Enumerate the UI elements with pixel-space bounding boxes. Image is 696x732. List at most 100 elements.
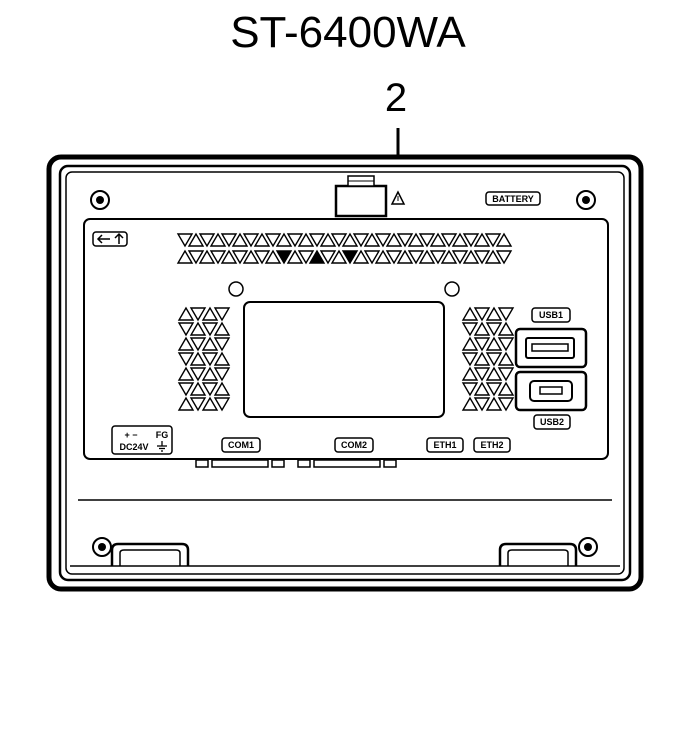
vent-slot (440, 233, 458, 248)
rear-case (65, 171, 625, 575)
vent-slot (176, 233, 194, 248)
vent-slot (485, 382, 503, 397)
vent-slot (461, 382, 479, 397)
com1-label: COM1 (228, 440, 254, 450)
vent-slot (330, 249, 348, 264)
vent-slot (201, 306, 219, 321)
vent-slot (473, 367, 491, 382)
com2-label-box (334, 437, 374, 453)
vent-slot (396, 249, 414, 264)
vent-slot (385, 232, 403, 247)
vent-slot (461, 396, 479, 411)
eth2-label-box (473, 437, 511, 453)
usb2-port[interactable] (514, 370, 588, 412)
vent-slot (189, 397, 207, 412)
vent-slot (396, 233, 414, 248)
vent-slot (461, 306, 479, 321)
usb2-label: USB2 (540, 417, 564, 427)
vent-slot (176, 249, 194, 264)
vent-slot (213, 321, 231, 336)
vent-slot (189, 321, 207, 336)
vent-slot (209, 232, 227, 247)
usb1-port[interactable] (514, 327, 588, 369)
vent-slot (473, 232, 491, 247)
vent-slot (473, 307, 491, 322)
vent-slot (231, 232, 249, 247)
vent-slot (385, 250, 403, 265)
battery-label-box (485, 191, 541, 206)
vent-slot (497, 321, 515, 336)
vent-slot (461, 352, 479, 367)
vent-slot (220, 249, 238, 264)
vent-slot (253, 250, 271, 265)
vent-slot (213, 351, 231, 366)
vent-slot (374, 249, 392, 264)
vent-slot (330, 233, 348, 248)
vent-slot (462, 233, 480, 248)
vent-slot (451, 232, 469, 247)
vent-slot (473, 250, 491, 265)
dc24v-label: DC24V (119, 442, 148, 452)
vent-slot (264, 249, 282, 264)
top-vent-pattern (176, 232, 513, 265)
vent-slot (495, 250, 513, 265)
eth2-label: ETH2 (480, 440, 503, 450)
vent-slot (485, 352, 503, 367)
vent-slot (201, 352, 219, 367)
vent-slot (473, 321, 491, 336)
vent-slot (495, 232, 513, 247)
vent-slot (363, 250, 381, 265)
vent-slot (213, 307, 231, 322)
vent-slot (485, 366, 503, 381)
vent-slot (286, 233, 304, 248)
vent-slot (198, 233, 216, 248)
battery-label: BATTERY (492, 194, 534, 204)
vent-slot (484, 233, 502, 248)
vent-slot (341, 232, 359, 247)
vent-slot (473, 381, 491, 396)
vent-slot (484, 249, 502, 264)
vent-slot (308, 233, 326, 248)
warning-triangle-icon (390, 190, 406, 205)
vent-slot (485, 322, 503, 337)
vent-slot (201, 396, 219, 411)
vent-slot (198, 249, 216, 264)
right-vent-pattern (461, 306, 515, 412)
vent-slot (189, 351, 207, 366)
arrow-up-icon (96, 232, 124, 244)
vent-slot (473, 397, 491, 412)
vent-slot (418, 233, 436, 248)
bottom-port-row (195, 459, 397, 468)
vent-slot (213, 397, 231, 412)
vent-slot (231, 250, 249, 265)
vent-slot (374, 233, 392, 248)
vent-slot (177, 352, 195, 367)
vent-slot (363, 232, 381, 247)
fg-label: FG (156, 430, 169, 440)
vent-slot (201, 382, 219, 397)
vent-slot (497, 351, 515, 366)
vent-slot (341, 250, 359, 265)
com1-label-box (221, 437, 261, 453)
screw-top-left (90, 190, 110, 210)
screw-bottom-left (92, 537, 112, 557)
foot-right (498, 542, 578, 566)
vent-slot (352, 249, 370, 264)
vent-slot (319, 232, 337, 247)
vent-slot (177, 322, 195, 337)
vent-slot (275, 232, 293, 247)
mount-hole-right (444, 281, 460, 297)
vent-slot (461, 366, 479, 381)
usb2-label-box (533, 414, 571, 430)
vent-slot (485, 336, 503, 351)
screw-bottom-right (578, 537, 598, 557)
vent-slot (497, 307, 515, 322)
screw-top-right (576, 190, 596, 210)
vent-slot (242, 249, 260, 264)
vent-slot (418, 249, 436, 264)
vent-slot (220, 233, 238, 248)
vent-slot (189, 337, 207, 352)
vent-slot (286, 249, 304, 264)
vent-slot (264, 233, 282, 248)
vent-slot (177, 396, 195, 411)
